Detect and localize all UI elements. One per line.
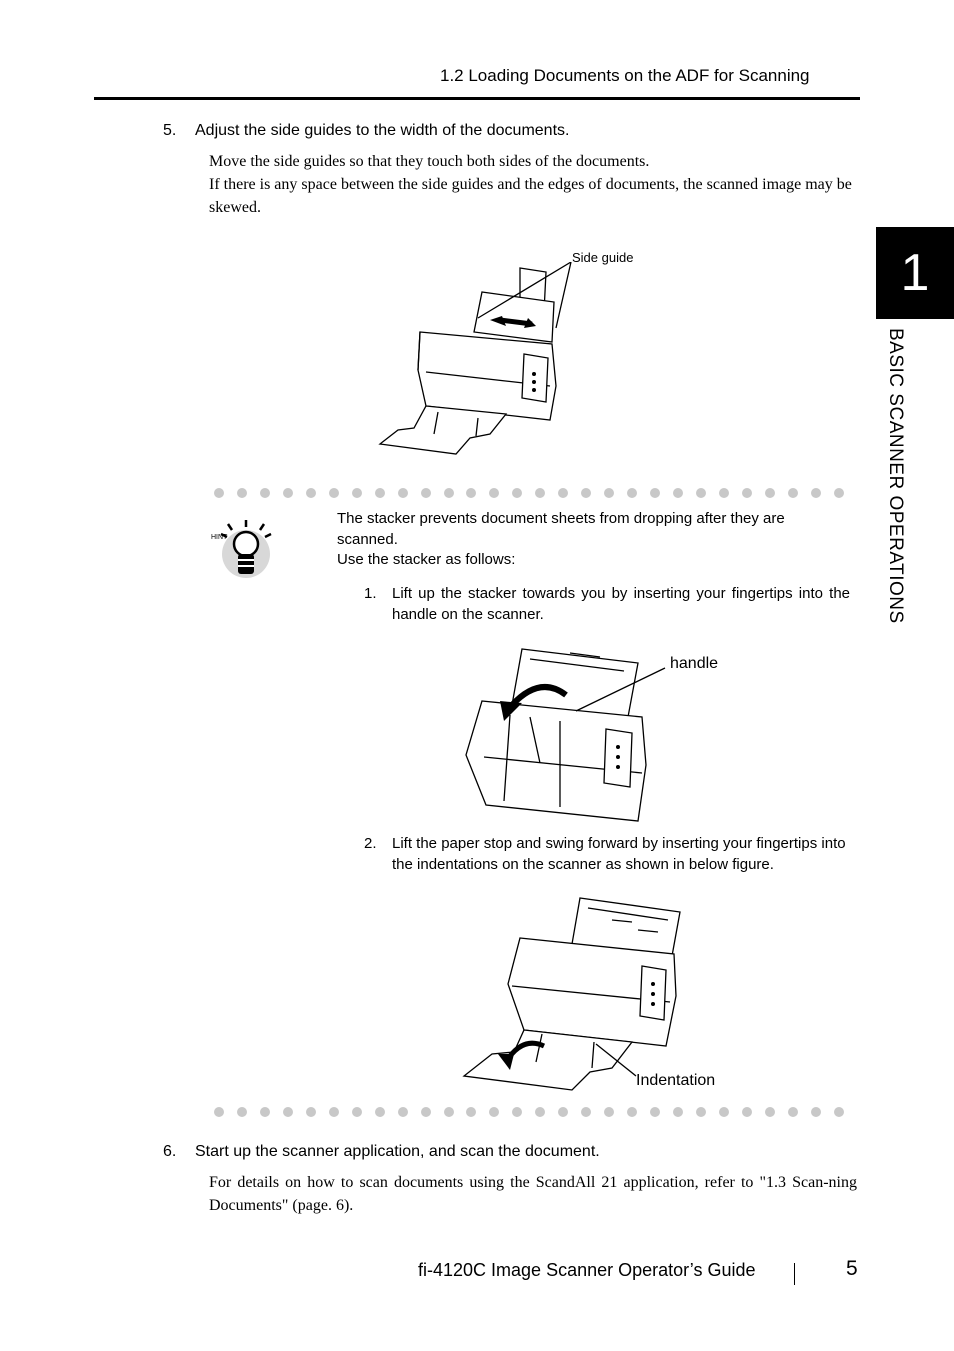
scanner-side-guide-figure	[378, 262, 572, 455]
step-5-body: Move the side guides so that they touch …	[209, 150, 859, 219]
substep-text: Lift up the stacker towards you by inser…	[392, 585, 850, 623]
indentation-label: Indentation	[636, 1072, 716, 1089]
hint-intro-line: Use the stacker as follows:	[337, 551, 516, 568]
section-title: 1.2 Loading Documents on the ADF for Sca…	[440, 66, 810, 85]
chapter-title-vertical: BASIC SCANNER OPERATIONS	[884, 328, 924, 668]
guide-title: fi-4120C Image Scanner Operator’s Guide	[418, 1260, 756, 1280]
scanner-handle-figure	[465, 648, 666, 822]
hint-intro: The stacker prevents document sheets fro…	[337, 509, 837, 571]
hint-separator-bottom	[214, 1107, 844, 1119]
step-text: Start up the scanner application, and sc…	[195, 1143, 600, 1160]
header-rule	[94, 97, 860, 100]
hint-icon-label: HINT	[211, 534, 228, 541]
side-guide-label: Side guide	[572, 250, 634, 265]
body-line: Move the side guides so that they touch …	[209, 153, 650, 170]
chapter-number-tab: 1	[876, 227, 954, 319]
handle-label: handle	[670, 655, 719, 672]
substep-number: 2.	[364, 835, 377, 852]
substep-number: 1.	[364, 585, 377, 602]
hint-separator-top	[214, 488, 844, 500]
chapter-title: BASIC SCANNER OPERATIONS	[885, 328, 906, 624]
page-number: 5	[846, 1257, 858, 1280]
hint-intro-line: The stacker prevents document sheets fro…	[337, 510, 785, 548]
step-6-heading: 6. Start up the scanner application, and …	[163, 1143, 600, 1161]
scanner-indentation-figure	[462, 897, 681, 1091]
step-number: 6.	[163, 1143, 177, 1160]
step-number: 5.	[163, 122, 177, 139]
step-6-body: For details on how to scan documents usi…	[209, 1174, 857, 1214]
substep-text: Lift the paper stop and swing forward by…	[392, 835, 846, 873]
footer-divider	[794, 1263, 795, 1285]
hint-lightbulb-icon	[220, 520, 272, 578]
hint-substep-1: 1. Lift up the stacker towards you by in…	[364, 583, 850, 625]
step-5-heading: 5. Adjust the side guides to the width of…	[163, 122, 569, 140]
step-text: Adjust the side guides to the width of t…	[195, 122, 570, 139]
body-line: If there is any space between the side g…	[209, 176, 852, 216]
hint-substep-2: 2. Lift the paper stop and swing forward…	[364, 833, 850, 875]
